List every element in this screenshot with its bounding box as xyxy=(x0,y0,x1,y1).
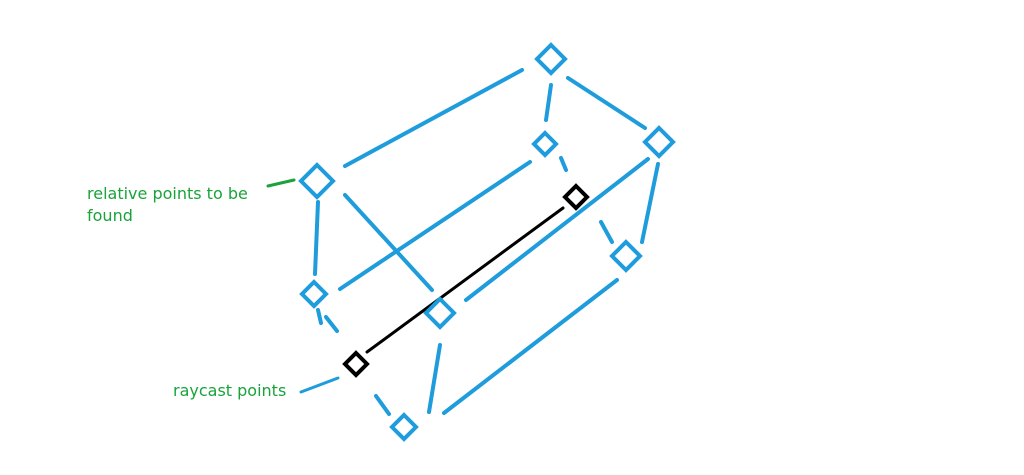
relative-point-icon-1 xyxy=(534,42,568,76)
edge-2 xyxy=(566,76,647,130)
relative-point-icon-7 xyxy=(423,296,457,330)
relative-point-icon-2 xyxy=(642,125,676,159)
relative-point-icon-4 xyxy=(298,162,336,200)
edge-14 xyxy=(374,394,391,416)
relative-point-icon-5 xyxy=(609,239,643,273)
nodes xyxy=(298,42,676,442)
edge-7 xyxy=(343,193,434,292)
relative-point-icon-3 xyxy=(531,130,559,158)
raycast-line-group xyxy=(365,206,565,354)
blue-edges xyxy=(313,68,660,416)
edge-12 xyxy=(427,343,442,414)
raycast-point-icon-1 xyxy=(562,183,590,211)
edge-9 xyxy=(559,156,568,172)
relative-point-icon-8 xyxy=(389,412,419,442)
leader-relative-points xyxy=(266,178,296,188)
edge-8 xyxy=(338,160,532,291)
relative-point-icon-6 xyxy=(299,279,329,309)
label-raycast-points: raycast points xyxy=(173,381,287,400)
label-relative-points: relative points to be found xyxy=(87,184,248,225)
edge-3 xyxy=(544,83,553,122)
edge-6 xyxy=(316,308,323,325)
leader-raycast-points xyxy=(299,376,340,394)
raycast-line xyxy=(365,206,565,354)
label-leaders xyxy=(266,178,340,394)
edge-11 xyxy=(599,220,614,244)
edge-10 xyxy=(464,157,650,302)
edge-1 xyxy=(343,68,524,168)
raycast-point-icon-2 xyxy=(342,350,370,378)
edge-5 xyxy=(313,200,320,276)
edge-13 xyxy=(442,278,619,415)
edge-4 xyxy=(640,162,660,244)
edge-15 xyxy=(324,315,339,333)
